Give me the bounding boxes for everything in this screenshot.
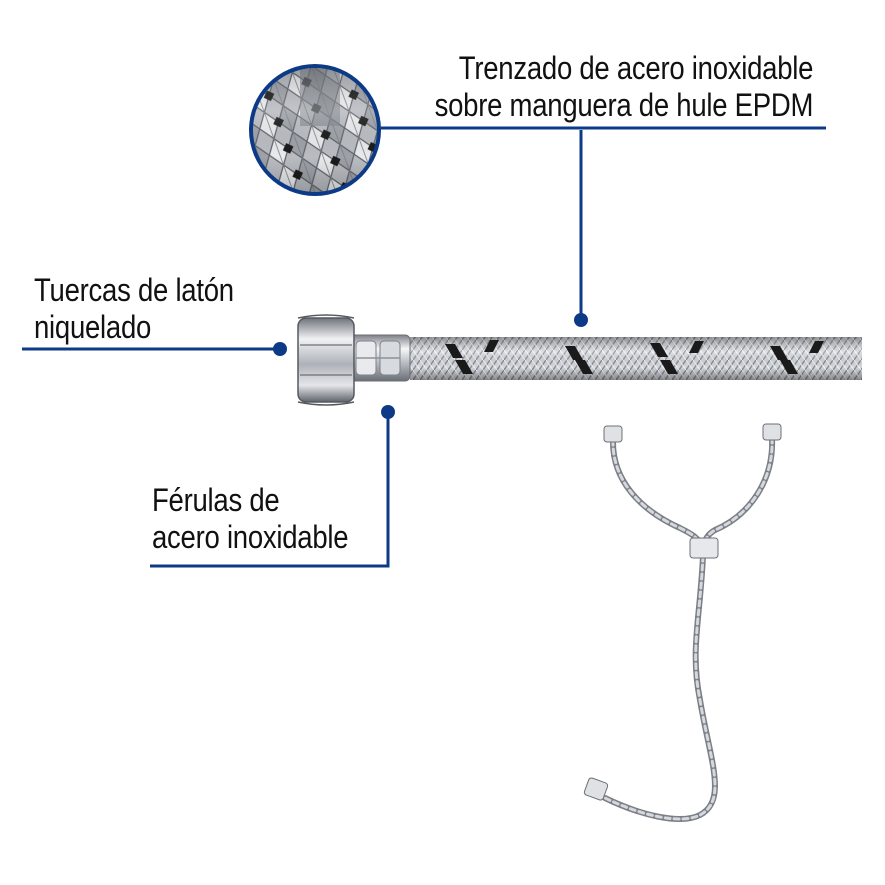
callout-braid-line1: Trenzado de acero inoxidable xyxy=(458,50,814,86)
callout-ferrules-line1: Férulas de xyxy=(152,482,280,518)
callout-ferrules-line2: acero inoxidable xyxy=(152,519,349,555)
callout-braid: Trenzado de acero inoxidable sobre mangu… xyxy=(434,50,813,124)
callout-braid-line2: sobre manguera de hule EPDM xyxy=(434,87,813,123)
callout-nuts: Tuercas de latón niquelado xyxy=(34,272,234,346)
y-hose-fittings xyxy=(583,423,782,801)
hose-closeup xyxy=(410,337,862,380)
y-hose-product xyxy=(602,435,776,822)
callout-nuts-line2: niquelado xyxy=(34,309,152,345)
hex-nut xyxy=(297,314,355,406)
callout-ferrules: Férulas de acero inoxidable xyxy=(152,482,349,556)
braid-zoom-circle xyxy=(249,64,410,196)
ferrule xyxy=(347,334,411,382)
callout-nuts-line1: Tuercas de latón xyxy=(34,272,234,308)
callout-dots xyxy=(273,313,588,419)
callout-lines xyxy=(22,126,826,568)
